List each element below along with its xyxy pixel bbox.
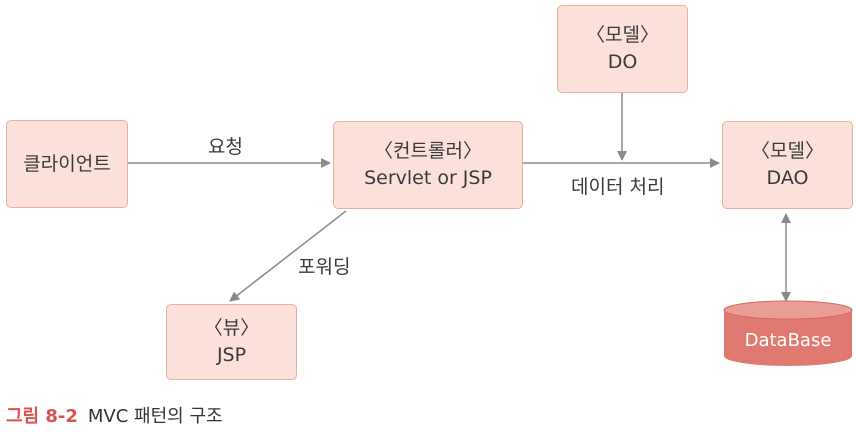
data-processing-label: 데이터 처리: [571, 176, 665, 198]
database-cylinder: [723, 300, 853, 366]
view-title: 〈뷰〉: [203, 317, 260, 339]
controller-box: 〈컨트롤러〉 Servlet or JSP: [333, 121, 523, 209]
request-label: 요청: [208, 136, 243, 158]
view-subtitle: JSP: [216, 344, 247, 366]
forwarding-arrow: [229, 210, 347, 302]
view-box: 〈뷰〉 JSP: [166, 304, 297, 380]
controller-title: 〈컨트롤러〉: [374, 140, 482, 162]
model-do-subtitle: DO: [607, 51, 638, 73]
client-label: 클라이언트: [23, 152, 111, 175]
model-do-box: 〈모델〉 DO: [557, 5, 688, 93]
figure-title: MVC 패턴의 구조: [87, 406, 223, 427]
model-do-title: 〈모델〉: [586, 24, 659, 46]
model-dao-title: 〈모델〉: [751, 140, 824, 162]
figure-number: 그림 8-2: [6, 406, 78, 427]
database-label: DataBase: [744, 330, 832, 351]
client-box: 클라이언트: [6, 120, 128, 208]
model-dao-subtitle: DAO: [766, 167, 809, 189]
model-dao-box: 〈모델〉 DAO: [722, 121, 853, 209]
figure-caption: 그림 8-2 MVC 패턴의 구조: [6, 402, 223, 428]
forwarding-label: 포워딩: [298, 256, 351, 278]
controller-subtitle: Servlet or JSP: [364, 167, 492, 189]
